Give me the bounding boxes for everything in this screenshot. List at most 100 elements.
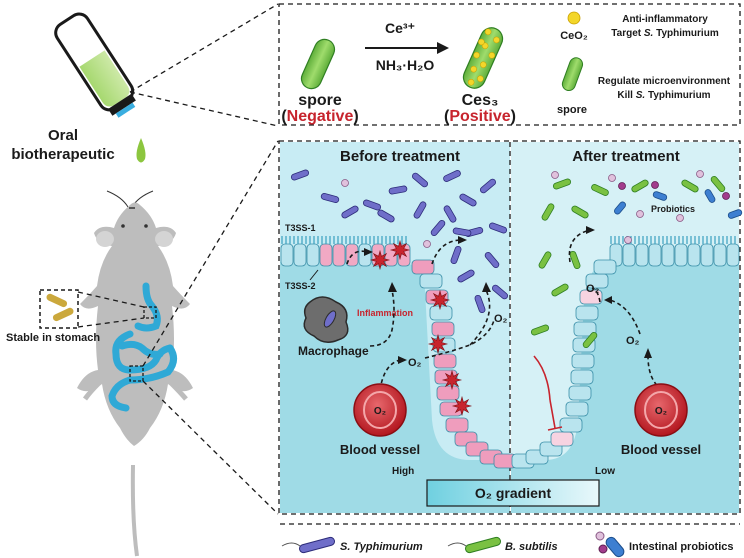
lumen-bacteria [290,169,743,348]
bacterium [614,201,626,215]
ros-burst [441,369,463,391]
bacterium [484,252,500,268]
spore-label: spore [298,92,342,109]
bacterium [582,332,598,348]
epithelial-cell [648,243,662,267]
bacterium [443,205,457,223]
bacterium [541,203,555,221]
bacterium [480,178,496,194]
epithelial-cell [419,273,443,289]
oral-label-line1: Oral [48,127,78,144]
epithelial-cell [280,243,294,267]
probiotic-cell [341,179,349,187]
bacterium [631,179,649,193]
oral-bottle [54,12,136,118]
bacterium [488,222,508,234]
spore-shape [300,38,336,90]
ros-burst [427,333,449,355]
bacterium [452,227,472,237]
synthesis-arrowhead [437,42,449,54]
bacterium [457,269,475,283]
ceo2-particle [493,36,500,44]
epithelial-cell [573,321,597,337]
bacterium [377,209,395,223]
reagent-ce3: Ce³⁺ [385,20,415,36]
probiotic-cell [618,182,626,190]
bacterium [430,220,446,236]
flow-arrowheads [364,226,652,364]
ceo2-dot [567,11,581,25]
bacterium [551,283,569,297]
ceo2-label: CeO₂ [560,30,588,42]
stomach-inset [39,289,79,329]
bacterium [412,172,428,188]
epithelium-after [511,243,740,469]
spore-legend-label: spore [557,104,587,116]
high-label: High [392,466,414,477]
probiotic-cell [722,192,730,200]
epithelial-cell [571,353,595,369]
positive-label: (Positive) [444,108,516,125]
probiotic-cell [423,240,431,248]
epithelial-cell [431,321,455,337]
ces3-label: Ces₃ [462,92,499,109]
t3ss2-pointer [309,269,319,281]
ros-burst [389,239,411,261]
mouse [77,190,193,557]
ros-burst [369,249,391,271]
epithelial-cell [565,401,589,417]
epithelial-cell [713,243,727,267]
ros-burst [451,395,473,417]
synthesis-panel [278,3,741,126]
low-label: Low [595,466,615,477]
bacterium [413,201,427,219]
bacterium [341,205,359,219]
bacterium [443,170,461,182]
epithelial-cell [593,259,617,275]
epithelial-cell [319,243,333,267]
ceo2-particle [470,65,477,73]
mouse-zoom-boxes [129,306,157,382]
epithelial-cell [332,243,346,267]
ceo2-particle [473,51,480,59]
bacterium [727,209,743,219]
bacterium [591,184,609,196]
legend-bsub: B. subtilis [505,541,558,553]
connector-lines [77,3,279,515]
after-title: After treatment [572,148,680,165]
microvilli [281,236,736,244]
oral-label-line2: biotherapeutic [11,146,114,163]
probiotic-cell [651,181,659,189]
spore-legend-shape [561,57,584,92]
ces3-spore [462,27,504,89]
legend-intestinal: Intestinal probiotics [629,541,734,553]
epithelial-cell [436,385,460,401]
blood-vessel-after [634,383,688,437]
anti-line1: Anti-inflammatory [622,14,708,25]
epithelial-cell [433,353,457,369]
reg-line2: Kill S. Typhimurium [617,90,710,101]
bacterium [710,176,726,192]
ceo2-particle [467,79,475,86]
epithelial-cell [550,431,574,447]
bacterium [681,179,699,193]
probiotic-cell [636,210,644,218]
legend-styph: S. Typhimurium [340,541,423,553]
epithelial-cell [674,243,688,267]
bacterium [538,251,552,269]
ros-burst [429,289,451,311]
stable-label: Stable in stomach [6,332,100,344]
before-title: Before treatment [340,148,460,165]
bacterium [450,245,462,265]
bacterium [652,191,668,201]
epithelial-cell [411,259,435,275]
blood-vessel-label-before: Blood vessel [340,442,420,457]
inhibition-mark [533,355,563,431]
probiotic-cell [676,214,684,222]
bacterium [290,169,310,181]
o2-label-after-2: O₂ [626,335,640,347]
probiotic-cell [551,171,559,179]
macrophage-label: Macrophage [298,344,369,358]
reagent-nh3: NH₃·H₂O [376,57,435,73]
